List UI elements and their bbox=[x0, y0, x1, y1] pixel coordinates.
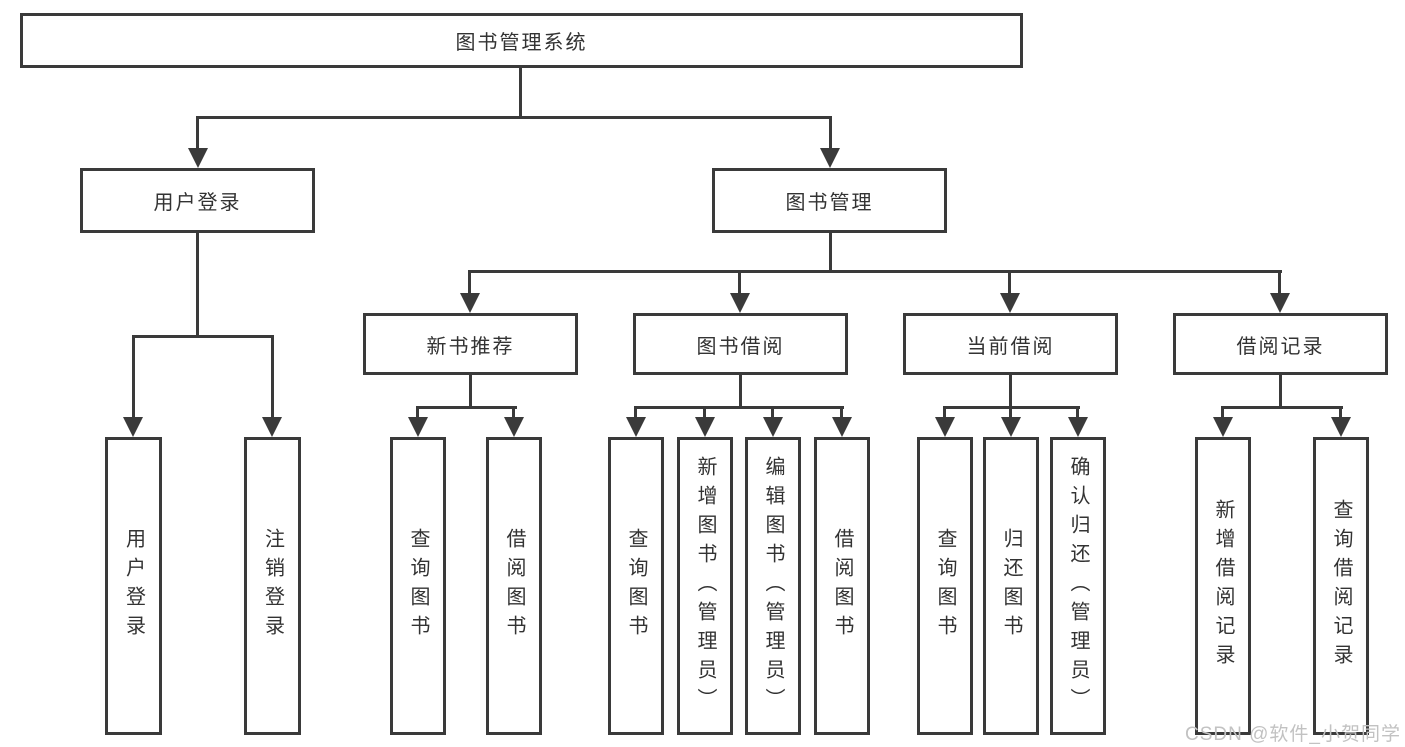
leaf-user-login: 用户登录 bbox=[105, 437, 162, 735]
arrow-down-icon bbox=[832, 417, 852, 437]
connector-line bbox=[1009, 375, 1012, 408]
node-new-book-recommend: 新书推荐 bbox=[363, 313, 578, 375]
arrow-down-icon bbox=[730, 293, 750, 313]
arrow-down-icon bbox=[1213, 417, 1233, 437]
connector-line bbox=[1008, 270, 1011, 296]
arrow-down-icon bbox=[1000, 293, 1020, 313]
leaf-add-borrow-record: 新增借阅记录 bbox=[1195, 437, 1251, 735]
connector-line bbox=[468, 270, 1282, 273]
leaf-borrow-books-borrow: 借阅图书 bbox=[814, 437, 870, 735]
connector-line bbox=[634, 406, 637, 419]
connector-line bbox=[703, 406, 706, 419]
leaf-label: 新增图书（管理员） bbox=[694, 455, 716, 717]
arrow-down-icon bbox=[1331, 417, 1351, 437]
leaf-label: 用户登录 bbox=[122, 528, 145, 644]
leaf-add-books-admin: 新增图书（管理员） bbox=[677, 437, 733, 735]
leaf-label: 查询图书 bbox=[407, 528, 429, 644]
leaf-label: 归还图书 bbox=[1000, 528, 1022, 644]
arrow-down-icon bbox=[1270, 293, 1290, 313]
arrow-down-icon bbox=[695, 417, 715, 437]
connector-line bbox=[634, 406, 844, 409]
connector-line bbox=[829, 116, 832, 150]
connector-line bbox=[1221, 406, 1224, 419]
csdn-watermark: CSDN @软件_小贺同学 bbox=[1185, 724, 1401, 745]
node-root-title: 图书管理系统 bbox=[20, 13, 1023, 68]
leaf-confirm-return-admin: 确认归还（管理员） bbox=[1050, 437, 1106, 735]
arrow-down-icon bbox=[123, 417, 143, 437]
connector-line bbox=[468, 270, 471, 296]
leaf-label: 新增借阅记录 bbox=[1212, 499, 1234, 673]
leaf-query-books-current: 查询图书 bbox=[917, 437, 973, 735]
connector-line bbox=[416, 406, 419, 419]
leaf-query-books-borrow: 查询图书 bbox=[608, 437, 664, 735]
connector-line bbox=[1076, 406, 1079, 419]
connector-line bbox=[519, 68, 522, 119]
arrow-down-icon bbox=[763, 417, 783, 437]
leaf-logout: 注销登录 bbox=[244, 437, 301, 735]
leaf-label: 借阅图书 bbox=[831, 528, 853, 644]
leaf-return-books: 归还图书 bbox=[983, 437, 1039, 735]
node-book-management: 图书管理 bbox=[712, 168, 947, 233]
connector-line bbox=[132, 335, 274, 338]
connector-line bbox=[416, 406, 517, 409]
leaf-query-books-newbook: 查询图书 bbox=[390, 437, 446, 735]
leaf-label: 借阅图书 bbox=[503, 528, 525, 644]
node-book-borrow: 图书借阅 bbox=[633, 313, 848, 375]
connector-line bbox=[738, 270, 741, 296]
leaf-query-borrow-record: 查询借阅记录 bbox=[1313, 437, 1369, 735]
leaf-label: 查询图书 bbox=[934, 528, 956, 644]
node-current-borrow: 当前借阅 bbox=[903, 313, 1118, 375]
connector-line bbox=[1339, 406, 1342, 419]
arrow-down-icon bbox=[262, 417, 282, 437]
connector-line bbox=[512, 406, 515, 419]
connector-line bbox=[829, 233, 832, 272]
leaf-label: 查询图书 bbox=[625, 528, 647, 644]
leaf-edit-books-admin: 编辑图书（管理员） bbox=[745, 437, 801, 735]
connector-line bbox=[1009, 406, 1012, 419]
arrow-down-icon bbox=[188, 148, 208, 168]
connector-line bbox=[271, 335, 274, 420]
connector-line bbox=[943, 406, 946, 419]
connector-line bbox=[1278, 270, 1281, 296]
arrow-down-icon bbox=[1068, 417, 1088, 437]
leaf-label: 确认归还（管理员） bbox=[1067, 455, 1089, 717]
arrow-down-icon bbox=[935, 417, 955, 437]
connector-line bbox=[196, 116, 199, 150]
connector-line bbox=[771, 406, 774, 419]
connector-line bbox=[1279, 375, 1282, 408]
connector-line bbox=[469, 375, 472, 408]
connector-line bbox=[196, 233, 199, 337]
connector-line bbox=[739, 375, 742, 408]
arrow-down-icon bbox=[820, 148, 840, 168]
arrow-down-icon bbox=[408, 417, 428, 437]
connector-line bbox=[196, 116, 832, 119]
leaf-label: 编辑图书（管理员） bbox=[762, 455, 784, 717]
connector-line bbox=[840, 406, 843, 419]
arrow-down-icon bbox=[504, 417, 524, 437]
connector-line bbox=[132, 335, 135, 420]
leaf-borrow-books-newbook: 借阅图书 bbox=[486, 437, 542, 735]
arrow-down-icon bbox=[1001, 417, 1021, 437]
leaf-label: 注销登录 bbox=[261, 528, 284, 644]
connector-line bbox=[1221, 406, 1343, 409]
arrow-down-icon bbox=[626, 417, 646, 437]
arrow-down-icon bbox=[460, 293, 480, 313]
leaf-label: 查询借阅记录 bbox=[1330, 499, 1352, 673]
node-borrow-records: 借阅记录 bbox=[1173, 313, 1388, 375]
node-user-login: 用户登录 bbox=[80, 168, 315, 233]
